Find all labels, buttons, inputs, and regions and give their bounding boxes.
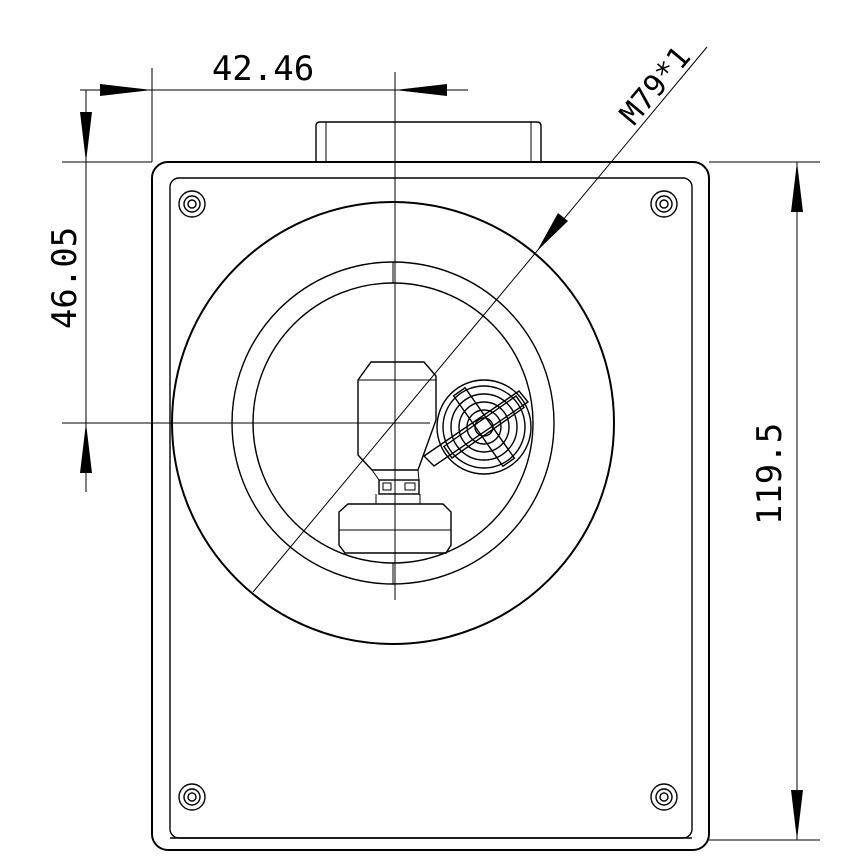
arrow-width-left	[100, 84, 152, 96]
screw-bottom-left	[178, 783, 206, 811]
arrow-offset-top	[80, 112, 92, 162]
width-dimension-label: 42.46	[212, 49, 314, 89]
arrow-height-top	[791, 162, 803, 212]
top-connector	[315, 121, 542, 162]
knob-outer	[436, 379, 532, 475]
screw-top-right	[650, 190, 678, 218]
sensor-housing	[357, 361, 437, 471]
connector-outline	[315, 121, 542, 162]
thread-callout: M79*1	[252, 40, 708, 593]
housing-outer-outline	[151, 161, 710, 851]
lever-knob	[422, 379, 532, 475]
height-dimension-label: 119.5	[750, 423, 790, 525]
thread-leader-line	[252, 46, 708, 593]
sensor-connector	[378, 479, 420, 495]
thread-leader-arrow	[537, 213, 568, 251]
sensor-board	[338, 503, 452, 554]
housing-inner-outline	[169, 177, 693, 839]
screw-top-left	[178, 190, 206, 218]
arrow-width-right	[395, 84, 447, 96]
centerlines	[62, 72, 430, 600]
screw-bottom-right	[650, 783, 678, 811]
arrow-height-bottom	[791, 790, 803, 840]
dimension-offset: 46.05	[45, 90, 152, 492]
housing-body	[151, 161, 710, 851]
offset-dimension-label: 46.05	[45, 227, 85, 329]
lever-handle	[422, 390, 530, 467]
arrow-offset-bottom	[80, 423, 92, 473]
thread-spec-label: M79*1	[613, 40, 698, 132]
dimension-height: 119.5	[709, 161, 820, 841]
dimension-width: 42.46	[80, 49, 468, 162]
